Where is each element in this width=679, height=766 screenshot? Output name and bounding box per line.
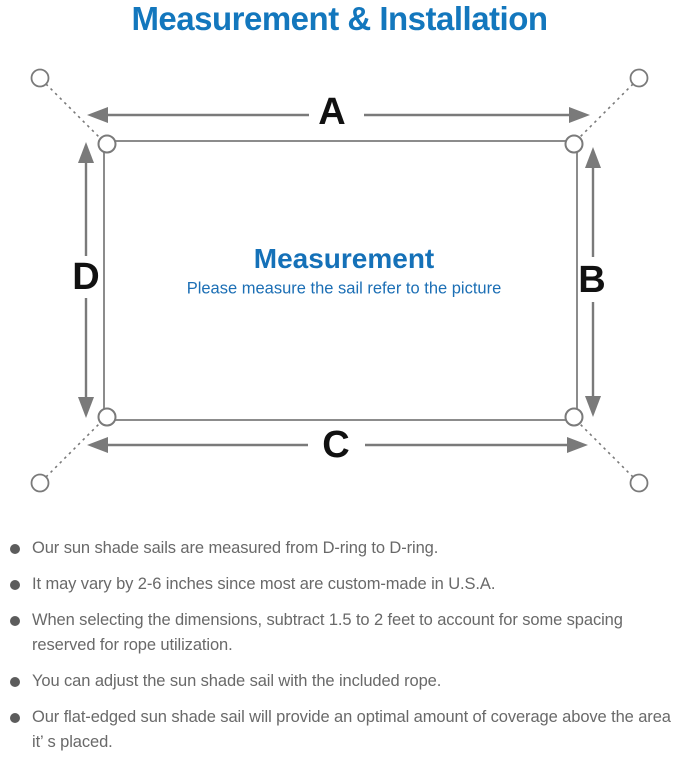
anchor-point-icon-top-left — [30, 68, 50, 88]
note-text: You can adjust the sun shade sail with t… — [32, 672, 442, 690]
note-item: You can adjust the sun shade sail with t… — [10, 669, 673, 694]
measurement-heading: Measurement — [253, 243, 435, 274]
note-item: Our flat-edged sun shade sail will provi… — [10, 705, 673, 755]
dimension-label-b: B — [578, 259, 606, 301]
measurement-subtext: Please measure the sail refer to the pic… — [186, 279, 502, 298]
note-text: It may vary by 2-6 inches since most are… — [32, 575, 496, 593]
rope-dashed-line-bottom-left — [45, 422, 101, 478]
dimension-label-a: A — [318, 91, 346, 133]
bullet-dot-icon — [10, 677, 20, 687]
dimension-label-d: D — [72, 256, 100, 298]
d-ring-icon-bottom-left — [97, 407, 117, 427]
note-item: It may vary by 2-6 inches since most are… — [10, 572, 673, 597]
dimension-arrow-d — [78, 142, 94, 418]
page-title: Measurement & Installation — [131, 0, 548, 37]
note-text: Our flat-edged sun shade sail will provi… — [32, 708, 671, 751]
sail-outline — [103, 140, 578, 421]
measurement-diagram — [30, 68, 649, 493]
note-item: Our sun shade sails are measured from D-… — [10, 536, 673, 561]
bullet-dot-icon — [10, 713, 20, 723]
bullet-dot-icon — [10, 616, 20, 626]
bullet-dot-icon — [10, 580, 20, 590]
rope-dashed-line-bottom-right — [578, 422, 634, 478]
bullet-dot-icon — [10, 544, 20, 554]
notes-list: Our sun shade sails are measured from D-… — [10, 536, 673, 766]
d-ring-icon-bottom-right — [564, 407, 584, 427]
d-ring-icon-top-left — [97, 134, 117, 154]
note-text: When selecting the dimensions, subtract … — [32, 611, 623, 654]
anchor-point-icon-bottom-left — [30, 473, 50, 493]
anchor-point-icon-bottom-right — [629, 473, 649, 493]
rope-dashed-line-top-right — [578, 83, 634, 139]
note-item: When selecting the dimensions, subtract … — [10, 608, 673, 658]
dimension-arrow-c — [87, 437, 588, 453]
anchor-point-icon-top-right — [629, 68, 649, 88]
dimension-label-c: C — [322, 424, 350, 466]
d-ring-icon-top-right — [564, 134, 584, 154]
dimension-arrow-a — [87, 107, 590, 123]
note-text: Our sun shade sails are measured from D-… — [32, 539, 439, 557]
rope-dashed-line-top-left — [45, 83, 101, 139]
dimension-arrow-b — [585, 147, 601, 417]
